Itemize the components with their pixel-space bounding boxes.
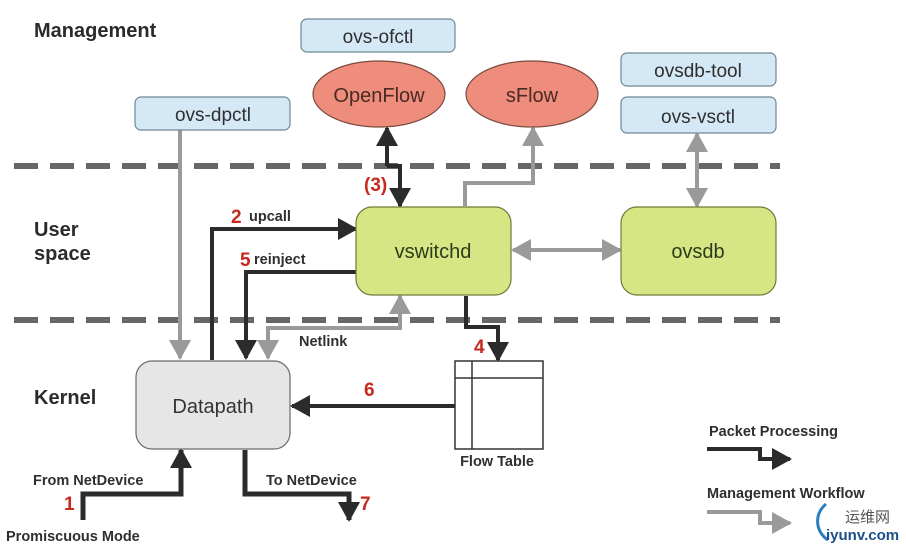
layer-label-management: Management [34,20,157,42]
node-ovsdb-label: ovsdb [671,241,724,263]
arrow-reinject [235,270,356,360]
arrow-to-netdevice [242,450,360,522]
edge-label-reinject: reinject [254,252,306,268]
protocol-openflow-label: OpenFlow [333,85,425,107]
step-7: 7 [360,494,371,515]
legend-management-workflow-arrow [707,510,792,534]
arrow-openflow-down [387,164,411,208]
layer-label-user-space-2: space [34,243,91,265]
step-4: 4 [474,337,485,358]
arrow-netlink [257,294,411,360]
watermark-domain: iyunv.com [826,527,899,544]
edge-label-netlink: Netlink [299,334,348,350]
edge-label-from-netdevice: From NetDevice [33,473,143,489]
arrow-vswitchd-to-sflow [463,126,544,206]
step-6: 6 [364,380,375,401]
step-2: 2 [231,207,242,228]
tool-ovs-dpctl-label: ovs-dpctl [175,105,251,126]
tool-ovsdb-tool: ovsdb-tool [620,52,777,87]
tool-ovsdb-tool-label: ovsdb-tool [654,61,742,82]
arrow-upcall [210,218,358,360]
legend: Packet Processing Management Workflow [707,424,865,534]
step-5: 5 [240,250,251,271]
node-ovsdb: ovsdb [620,206,777,296]
protocol-openflow: OpenFlow [312,60,446,128]
edge-label-upcall: upcall [249,209,291,225]
legend-packet-processing-label: Packet Processing [709,424,838,440]
layer-label-kernel: Kernel [34,387,96,409]
node-flow-table-label: Flow Table [460,454,534,470]
protocol-sflow-label: sFlow [506,85,559,107]
tool-ovs-ofctl: ovs-ofctl [300,18,456,53]
protocol-sflow: sFlow [465,60,599,128]
edge-label-to-netdevice: To NetDevice [266,473,357,489]
node-vswitchd-label: vswitchd [395,241,472,263]
legend-packet-processing-arrow [707,447,792,470]
node-flow-table: Flow Table [454,360,544,470]
node-datapath: Datapath [135,360,291,450]
step-1: 1 [64,494,75,515]
legend-management-workflow-label: Management Workflow [707,486,865,502]
tool-ovs-vsctl-label: ovs-vsctl [661,107,735,128]
arrow-from-netdevice [80,448,192,520]
node-datapath-label: Datapath [172,396,253,418]
tool-ovs-dpctl: ovs-dpctl [134,96,291,131]
arrow-vswitchd-to-flowtable [464,296,509,362]
layer-label-user-space-1: User [34,219,79,241]
step-3: (3) [364,175,387,196]
watermark: 运维网 iyunv.com [816,502,899,544]
edge-label-promiscuous-mode: Promiscuous Mode [6,529,140,545]
node-vswitchd: vswitchd [355,206,512,296]
watermark-cn: 运维网 [845,509,890,526]
tool-ovs-vsctl: ovs-vsctl [620,96,777,134]
watermark-logo-icon [816,502,829,542]
tool-ovs-ofctl-label: ovs-ofctl [343,27,414,48]
